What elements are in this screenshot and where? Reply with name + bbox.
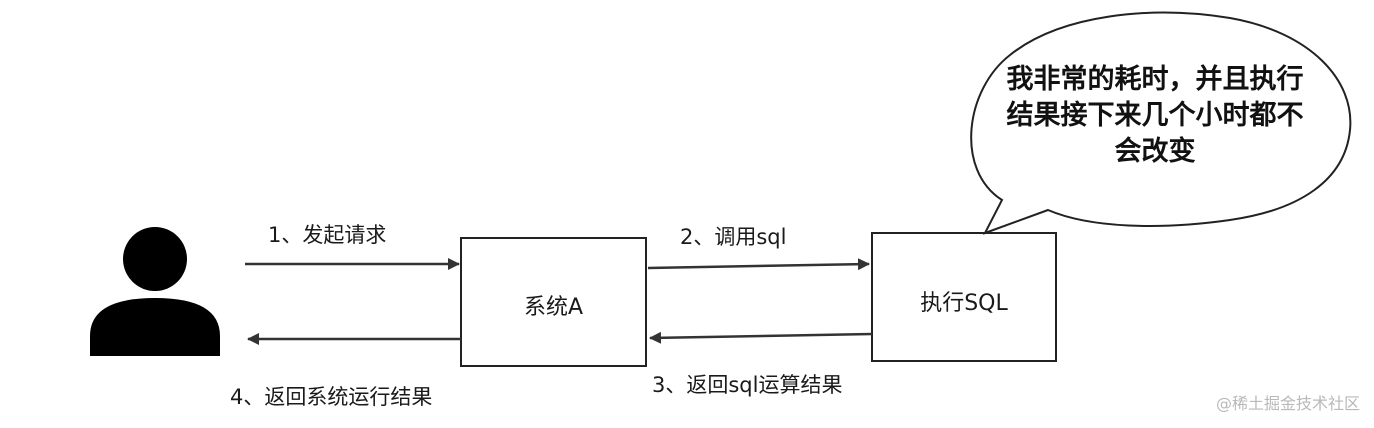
edge-label-step1: 1、发起请求 xyxy=(268,223,387,247)
node-label-system-a: 系统A xyxy=(523,295,584,320)
user-icon xyxy=(90,227,220,356)
arrow-step2 xyxy=(647,258,870,271)
watermark: @稀土掘金技术社区 xyxy=(1215,394,1360,413)
bubble-line-3: 会改变 xyxy=(1114,136,1196,167)
edge-label-step3: 3、返回sql运算结果 xyxy=(652,373,843,397)
bubble-text: 我非常的耗时，并且执行 结果接下来几个小时都不 会改变 xyxy=(990,62,1320,170)
edge-label-step4: 4、返回系统运行结果 xyxy=(230,385,433,409)
speech-bubble xyxy=(970,11,1352,235)
edge-label-step2: 2、调用sql xyxy=(680,225,787,249)
node-label-execute-sql: 执行SQL xyxy=(920,291,1008,316)
system-a-box xyxy=(460,237,647,367)
bubble-line-2: 结果接下来几个小时都不 xyxy=(1006,100,1304,131)
execute-sql-box xyxy=(871,232,1057,362)
arrow-step3 xyxy=(649,331,873,344)
bubble-line-1: 我非常的耗时，并且执行 xyxy=(1006,64,1304,95)
